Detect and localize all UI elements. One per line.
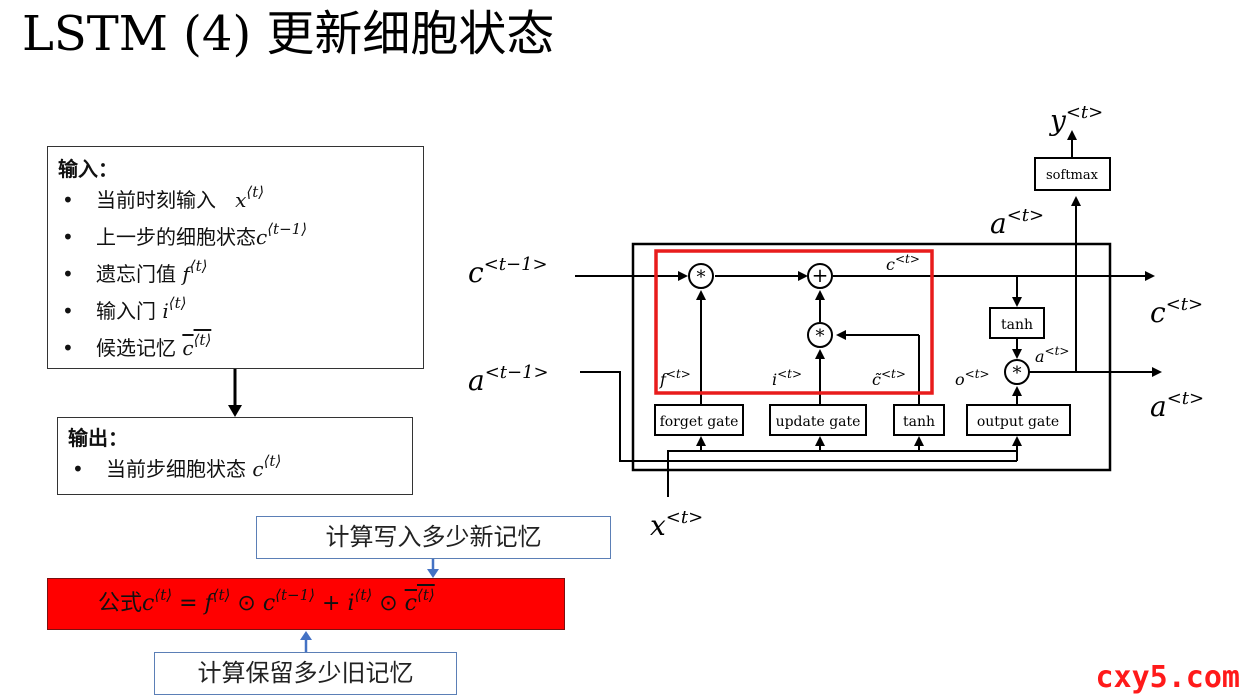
update-multiply-sym: * bbox=[816, 326, 825, 347]
tanh-candidate-label: tanh bbox=[903, 414, 935, 430]
tanh-candidate-box bbox=[893, 404, 945, 436]
label-a-top: a<t> bbox=[990, 205, 1044, 240]
tanh-output-box bbox=[989, 307, 1045, 339]
label-ct-inner: c̃<t> bbox=[872, 367, 906, 389]
page-title: LSTM (4) 更新细胞状态 bbox=[22, 6, 555, 62]
add-op bbox=[807, 263, 833, 289]
input-item-x: 当前时刻输入 x⟨t⟩ bbox=[58, 183, 423, 220]
note-write-arrow bbox=[427, 559, 439, 578]
forget-multiply-op bbox=[688, 263, 714, 289]
label-a-out: a<t> bbox=[1150, 388, 1204, 423]
input-output-arrow bbox=[228, 369, 242, 417]
formula-bar: 公式c⟨t⟩ = f⟨t⟩ ⊙ c⟨t−1⟩ + i⟨t⟩ ⊙ c⟨t⟩ bbox=[47, 578, 565, 630]
label-i-inner: i<t> bbox=[772, 367, 802, 389]
input-item-i: 输入门 i⟨t⟩ bbox=[58, 294, 423, 331]
update-gate-box bbox=[769, 404, 867, 436]
forget-gate-box bbox=[654, 404, 744, 436]
label-o-inner: o<t> bbox=[955, 367, 990, 389]
note-keep: 计算保留多少旧记忆 bbox=[154, 652, 457, 695]
label-a-prev: a<t−1> bbox=[468, 362, 549, 397]
add-sym: + bbox=[812, 263, 829, 287]
output-gate-label: output gate bbox=[977, 414, 1059, 430]
output-multiply-sym: * bbox=[1013, 363, 1022, 384]
label-c-out: c<t> bbox=[1150, 294, 1203, 329]
label-c-prev: c<t−1> bbox=[468, 254, 548, 289]
input-heading: 输入： bbox=[58, 157, 118, 181]
softmax-box bbox=[1034, 157, 1111, 191]
note-keep-arrow bbox=[300, 631, 312, 652]
output-heading: 输出： bbox=[68, 426, 128, 450]
forget-multiply-sym: * bbox=[697, 267, 706, 288]
output-gate-box bbox=[966, 404, 1071, 436]
output-item-c: 当前步细胞状态 c⟨t⟩ bbox=[68, 452, 412, 489]
input-item-ctilde: 候选记忆 c⟨t⟩ bbox=[58, 331, 423, 368]
update-multiply-op bbox=[807, 322, 833, 348]
label-y-out: y<t> bbox=[1048, 102, 1103, 137]
label-f-inner: f<t> bbox=[659, 367, 691, 389]
softmax-label: softmax bbox=[1046, 168, 1099, 183]
label-a-inner: a<t> bbox=[1035, 344, 1069, 366]
highlight-box bbox=[654, 249, 934, 395]
tanh-output-label: tanh bbox=[1001, 317, 1033, 333]
update-gate-label: update gate bbox=[776, 414, 861, 430]
label-c-inner: c<t> bbox=[886, 252, 920, 274]
output-box: 输出： 当前步细胞状态 c⟨t⟩ bbox=[57, 417, 413, 495]
input-box: 输入： 当前时刻输入 x⟨t⟩ 上一步的细胞状态c⟨t−1⟩ 遗忘门值 f⟨t⟩… bbox=[47, 146, 424, 369]
forget-gate-label: forget gate bbox=[660, 414, 739, 430]
input-item-cprev: 上一步的细胞状态c⟨t−1⟩ bbox=[58, 220, 423, 257]
input-list: 当前时刻输入 x⟨t⟩ 上一步的细胞状态c⟨t−1⟩ 遗忘门值 f⟨t⟩ 输入门… bbox=[58, 183, 423, 368]
input-item-f: 遗忘门值 f⟨t⟩ bbox=[58, 257, 423, 294]
watermark-logo: cxy5.com bbox=[1095, 660, 1241, 695]
lstm-cell-box bbox=[631, 242, 1112, 472]
output-list: 当前步细胞状态 c⟨t⟩ bbox=[68, 452, 412, 489]
label-x-in: x<t> bbox=[650, 507, 703, 542]
note-write: 计算写入多少新记忆 bbox=[256, 516, 611, 559]
